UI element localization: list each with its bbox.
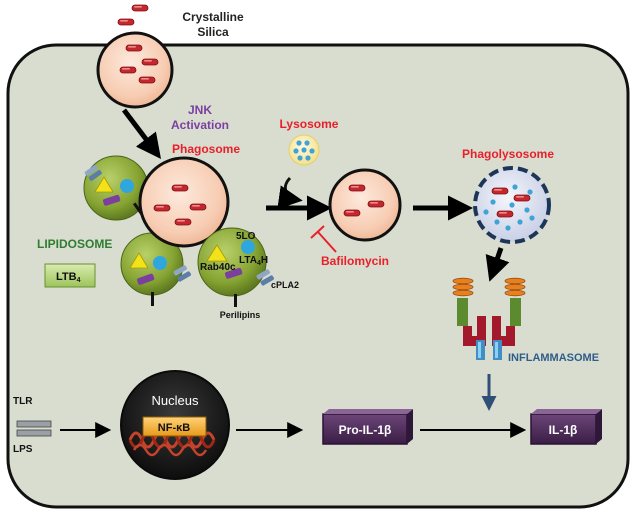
il1b-box: IL-1β bbox=[530, 409, 602, 445]
label-cpla2: cPLA2 bbox=[271, 280, 299, 290]
nfkb-box: NF-κB bbox=[142, 416, 207, 437]
internalizing-vesicle bbox=[96, 31, 174, 109]
lipid-body-bottom-left bbox=[120, 232, 192, 306]
label-nucleus: Nucleus bbox=[152, 393, 199, 408]
lipid-body-top-left bbox=[83, 155, 149, 221]
pro-il1b-box: Pro-IL-1β bbox=[322, 409, 413, 445]
label-lipidosome: LIPIDOSOME bbox=[37, 237, 112, 251]
label-phagosome: Phagosome bbox=[172, 142, 240, 156]
label-crystalline: Crystalline bbox=[182, 10, 244, 24]
maturing-phagosome bbox=[328, 168, 402, 242]
label-tlr: TLR bbox=[13, 396, 33, 407]
label-lps: LPS bbox=[13, 444, 33, 455]
label-pro-il1b: Pro-IL-1β bbox=[339, 423, 392, 437]
label-5lo: 5LO bbox=[236, 231, 256, 242]
label-rab40c: Rab40c bbox=[200, 262, 236, 273]
label-phagolysosome: Phagolysosome bbox=[462, 147, 554, 161]
bafilomycin-inhibition-bar bbox=[310, 225, 325, 239]
label-ltb4: LTB4 bbox=[56, 271, 81, 284]
lipid-body-labeled bbox=[197, 227, 275, 307]
inflammasome-complex bbox=[452, 277, 526, 360]
label-activation: Activation bbox=[171, 118, 229, 132]
label-il1b: IL-1β bbox=[549, 423, 578, 437]
arrow-to-inflammasome bbox=[485, 247, 510, 282]
bafilomycin-inhibition-line bbox=[317, 231, 337, 253]
label-nfkb: NF-κB bbox=[158, 422, 190, 434]
arrow-internalization bbox=[122, 108, 162, 159]
label-inflammasome: INFLAMMASOME bbox=[508, 352, 599, 364]
label-lta4h: LTA4H bbox=[239, 255, 268, 267]
phagolysosome bbox=[473, 166, 551, 244]
silica-particles-outside bbox=[117, 4, 149, 26]
ltb4-box: LTB4 bbox=[44, 263, 96, 288]
label-perilipins: Perilipins bbox=[220, 310, 261, 320]
label-jnk: JNK bbox=[188, 103, 212, 117]
phagosome bbox=[138, 156, 230, 248]
tlr-receptor bbox=[16, 420, 52, 437]
lysosome bbox=[288, 134, 320, 166]
label-bafilomycin: Bafilomycin bbox=[321, 254, 389, 268]
label-silica: Silica bbox=[197, 25, 229, 39]
label-lysosome: Lysosome bbox=[280, 117, 339, 131]
arrow-lysosome-fusion bbox=[277, 176, 303, 210]
